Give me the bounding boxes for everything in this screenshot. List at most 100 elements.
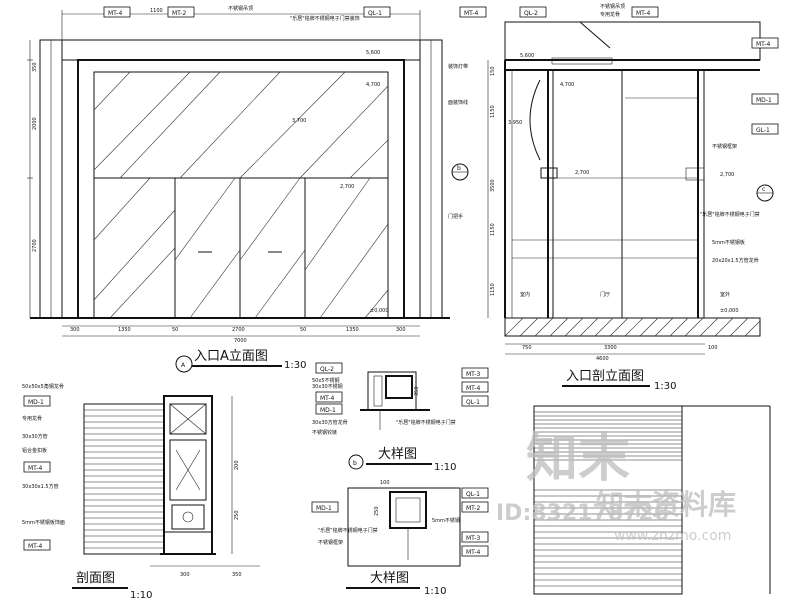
- detail-2: 100 250 "乐居"铭牌不锈钢电子门禁 5mm不锈钢 不锈钢框架 MD-1 …: [311, 480, 489, 597]
- watermark-brand: 知末资料库: [596, 488, 736, 521]
- d1-dim-0: 350: [414, 386, 420, 396]
- es-note-5: 20x20x1.5方管龙骨: [712, 257, 759, 264]
- level-5600: 5,600: [366, 50, 380, 56]
- es-left-dim-3: 1150: [490, 223, 496, 236]
- entrance-section-title-text: 入口剖立面图: [566, 369, 644, 384]
- es-level-5: ±0,000: [720, 308, 739, 314]
- note-trim: 面装饰线: [448, 99, 468, 106]
- tag-md1-d1: MD-1: [315, 403, 343, 415]
- d1-note-2: "乐居"铭牌不锈钢电子门禁: [396, 419, 456, 426]
- sec-dim-3: 350: [232, 572, 242, 578]
- bdim-3: 2700: [232, 327, 245, 333]
- sec-note-2: 专用龙骨: [22, 415, 42, 422]
- tag-mt4-a: MT-4: [103, 6, 131, 18]
- sec-note-0: 50x50x5角钢龙骨: [22, 383, 64, 390]
- partial-panel: [533, 405, 683, 595]
- es-left-dim-1: 1150: [490, 105, 496, 118]
- es-bdim-1: 3300: [604, 345, 617, 351]
- svg-text:MT-4: MT-4: [756, 41, 770, 48]
- sec-dim-1: 250: [234, 510, 240, 520]
- svg-text:c: c: [762, 186, 765, 193]
- tag-ql1-d2: QL-1: [461, 487, 489, 499]
- bdim-2: 50: [172, 327, 178, 333]
- entrance-section-scale: 1:30: [654, 381, 676, 392]
- note-handle: 门把手: [448, 213, 463, 220]
- tag-gl1-es: GL-1: [751, 123, 779, 135]
- svg-text:b: b: [353, 460, 357, 467]
- tag-mt3-d2: MT-3: [461, 531, 489, 543]
- left-dim-2: 2000: [32, 117, 38, 130]
- d2-dim-0: 100: [380, 480, 390, 486]
- svg-text:MT-4: MT-4: [466, 549, 480, 556]
- tag-mt4-d1: MT-4: [315, 391, 343, 403]
- note-lightband: 装饰灯带: [448, 63, 468, 70]
- bdim-1: 1350: [118, 327, 131, 333]
- bdim-5: 1350: [346, 327, 359, 333]
- glass-panel: [93, 71, 389, 319]
- level-4700: 4,700: [366, 82, 380, 88]
- d2-note-2: 不锈钢框架: [318, 539, 343, 546]
- detail-2-scale: 1:10: [424, 586, 446, 597]
- svg-text:MD-1: MD-1: [316, 505, 332, 512]
- bdim-overall: 7000: [234, 338, 247, 344]
- left-dim-3: 2700: [32, 239, 38, 252]
- svg-text:QL-1: QL-1: [466, 399, 480, 406]
- tag-mt4-es2: MT-4: [631, 6, 659, 18]
- bdim-0: 300: [70, 327, 80, 333]
- d1-note-0: 50x5不锈钢: [312, 377, 340, 384]
- detail-1-title: b 大样图 1:10: [348, 447, 456, 473]
- svg-text:QL-1: QL-1: [368, 10, 382, 17]
- svg-text:MT-4: MT-4: [464, 10, 478, 17]
- svg-text:QL-1: QL-1: [466, 491, 480, 498]
- svg-text:MT-2: MT-2: [172, 10, 186, 17]
- level-3700: 3,700: [292, 118, 306, 124]
- note-ceiling: 不锈钢吊顶: [228, 5, 253, 12]
- es-note-3: "乐居"铭牌不锈钢电子门禁: [700, 211, 760, 218]
- es-note-0: 不锈钢吊顶: [600, 3, 625, 10]
- bdim-6: 300: [396, 327, 406, 333]
- tag-ql2-d1: QL-2: [315, 362, 343, 374]
- d1-note-1: 30x30不锈钢: [312, 383, 343, 390]
- es-note-4: 5mm不锈钢板: [712, 239, 745, 246]
- svg-text:MT-4: MT-4: [28, 465, 42, 472]
- svg-text:QL-2: QL-2: [524, 10, 538, 17]
- svg-text:MT-4: MT-4: [636, 10, 650, 17]
- es-label-outside: 室外: [720, 291, 730, 298]
- tag-md1-sec: MD-1: [23, 395, 51, 407]
- watermark: 知末 知末资料库 ID:832178726 www.znzmo.com: [496, 429, 736, 544]
- d1-note-3: 30x30方管龙骨: [312, 419, 348, 426]
- detail-1: 50x5不锈钢 30x30不锈钢 "乐居"铭牌不锈钢电子门禁 30x30方管龙骨…: [312, 362, 489, 473]
- elevation-a-title: A 入口A立面图 1:30: [175, 349, 306, 373]
- section-title-text: 剖面图: [76, 571, 115, 586]
- watermark-id: ID:832178726: [496, 501, 669, 526]
- d1-note-4: 不锈钢铰链: [312, 429, 337, 436]
- sec-note-7: 5mm不锈钢板饰面: [22, 519, 65, 526]
- svg-text:MT-4: MT-4: [320, 395, 334, 402]
- es-level-2: 3,950: [508, 120, 522, 126]
- detail-1-scale: 1:10: [434, 462, 456, 473]
- es-label-inside: 室内: [520, 291, 530, 298]
- es-bdim-2: 100: [708, 345, 718, 351]
- watermark-logo: 知末: [526, 429, 630, 489]
- note-nameplate: "乐居"铭牌不锈钢电子门禁装饰: [290, 15, 360, 22]
- sec-note-4: 铝合金扣板: [22, 447, 47, 454]
- partial-view: [533, 405, 771, 595]
- detail-marker-c: c: [756, 184, 774, 202]
- left-dim-1: 350: [32, 62, 38, 72]
- es-left-dim-0: 150: [490, 66, 496, 76]
- sec-note-3: 30x30方管: [22, 433, 48, 440]
- es-left-dim-2: 3500: [490, 179, 496, 192]
- tag-ql1-d1: QL-1: [461, 395, 489, 407]
- level-2700: 2,700: [340, 184, 354, 190]
- section-title: 剖面图 1:10: [72, 571, 152, 600]
- svg-text:MT-3: MT-3: [466, 535, 480, 542]
- sec-note-6: 30x30x1.5方管: [22, 483, 59, 490]
- bdim-4: 50: [300, 327, 306, 333]
- d2-note-1: 5mm不锈钢: [432, 517, 460, 524]
- d2-note-0: "乐居"铭牌不锈钢电子门禁: [318, 527, 378, 534]
- svg-text:MT-4: MT-4: [466, 385, 480, 392]
- section-view: 200 250 300 350 50x50x5角钢龙骨 MD-1 专用龙骨 30…: [22, 383, 260, 600]
- d2-dim-1: 250: [374, 506, 380, 516]
- level-0: ±0,000: [370, 308, 389, 314]
